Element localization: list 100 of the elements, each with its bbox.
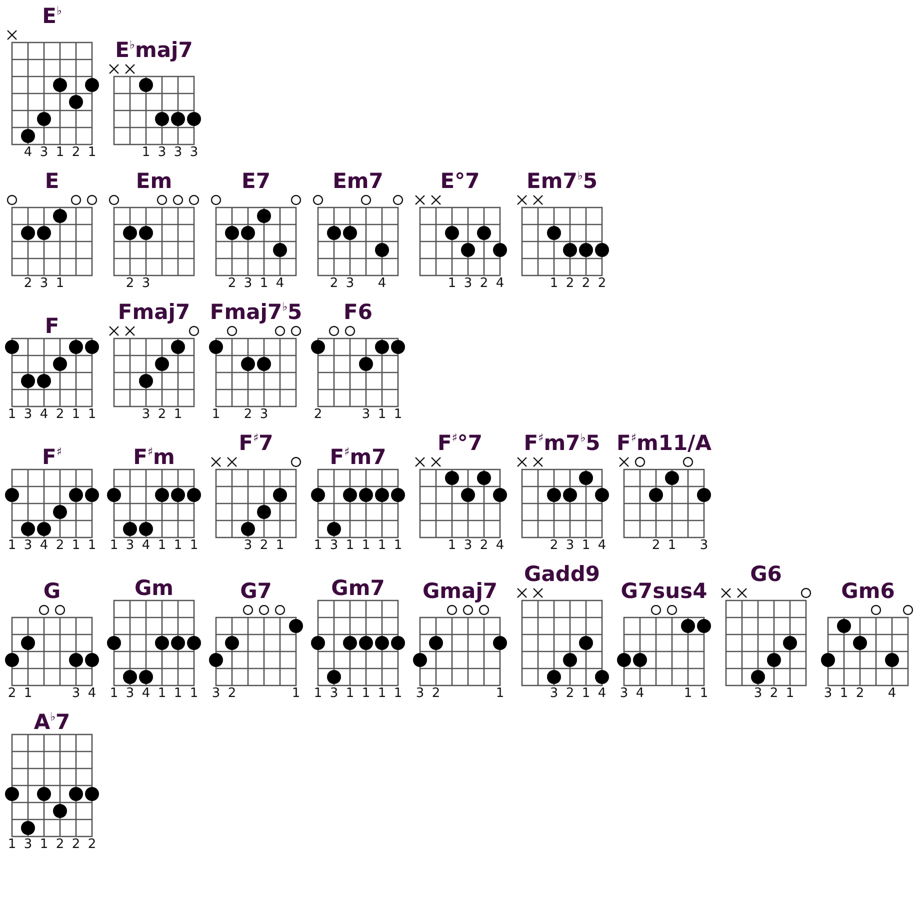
finger-number: 1 — [212, 407, 220, 422]
finger-number: 3 — [330, 538, 338, 553]
chord-name: Gadd9 — [524, 562, 600, 586]
finger-number: 2 — [550, 538, 558, 553]
finger-number: 1 — [378, 686, 386, 701]
finger-number: 2 — [770, 686, 778, 701]
finger-number: 4 — [496, 276, 504, 291]
chord-name: G7sus4 — [620, 579, 708, 603]
chord-name: Gm6 — [841, 579, 895, 603]
finger-number: 2 — [598, 276, 606, 291]
finger-number: 1 — [142, 145, 150, 160]
finger-number: 1 — [314, 686, 322, 701]
chord-name: F6 — [344, 300, 372, 324]
finger-number: 1 — [362, 538, 370, 553]
finger-number: 4 — [598, 686, 606, 701]
finger-number: 3 — [174, 145, 182, 160]
finger-number: 2 — [260, 538, 268, 553]
finger-number: 3 — [126, 538, 134, 553]
finger-number: 3 — [550, 686, 558, 701]
finger-number: 3 — [260, 407, 268, 422]
finger-number: 3 — [212, 686, 220, 701]
finger-number: 1 — [684, 686, 692, 701]
finger-number: 2 — [244, 407, 252, 422]
finger-number: 2 — [582, 276, 590, 291]
finger-number: 1 — [8, 407, 16, 422]
finger-number: 3 — [126, 686, 134, 701]
chord-name: E°7 — [440, 169, 480, 193]
finger-number: 3 — [754, 686, 762, 701]
finger-number: 4 — [40, 407, 48, 422]
chord-name: E7 — [242, 169, 270, 193]
chord-name: Fmaj7$^{♭}$5 — [210, 300, 302, 324]
finger-number: 1 — [292, 686, 300, 701]
finger-number: 1 — [40, 837, 48, 852]
finger-number: 1 — [496, 686, 504, 701]
finger-number: 3 — [24, 407, 32, 422]
finger-number: 2 — [314, 407, 322, 422]
finger-number: 1 — [174, 538, 182, 553]
chord-name: F$^{♯}$m7 — [330, 445, 386, 469]
finger-number: 4 — [496, 538, 504, 553]
chord-name: Em — [136, 169, 172, 193]
finger-number: 1 — [394, 407, 402, 422]
finger-number: 1 — [260, 276, 268, 291]
chord-name: E — [44, 169, 60, 193]
finger-number: 3 — [24, 538, 32, 553]
finger-number: 1 — [346, 538, 354, 553]
finger-number: 4 — [142, 538, 150, 553]
finger-number: 2 — [56, 407, 64, 422]
finger-number: 1 — [668, 538, 676, 553]
chord-name: E$^{♭}$maj7 — [115, 38, 193, 62]
finger-number: 3 — [346, 276, 354, 291]
finger-number: 4 — [888, 686, 896, 701]
finger-number: 4 — [276, 276, 284, 291]
finger-number: 1 — [394, 538, 402, 553]
finger-number: 1 — [378, 538, 386, 553]
finger-number: 2 — [126, 276, 134, 291]
chord-name: F$^{♯}$m11/A — [616, 431, 712, 455]
finger-number: 1 — [8, 837, 16, 852]
finger-number: 1 — [56, 276, 64, 291]
finger-number: 1 — [88, 145, 96, 160]
chord-name: G — [43, 579, 61, 603]
finger-number: 1 — [24, 686, 32, 701]
finger-number: 1 — [110, 538, 118, 553]
finger-number: 3 — [244, 538, 252, 553]
finger-number: 1 — [378, 407, 386, 422]
finger-number: 1 — [582, 686, 590, 701]
finger-number: 1 — [8, 538, 16, 553]
chord-name: F$^{♯}$m — [133, 445, 175, 469]
finger-number: 2 — [56, 538, 64, 553]
chord-name: F$^{♯}$7 — [238, 431, 274, 455]
finger-number: 1 — [786, 686, 794, 701]
chord-name: Gm7 — [331, 576, 385, 600]
chord-name: G6 — [750, 562, 782, 586]
finger-number: 3 — [464, 276, 472, 291]
finger-number: 1 — [346, 686, 354, 701]
finger-number: 3 — [142, 407, 150, 422]
chord-name: Gmaj7 — [422, 579, 498, 603]
chord-name: Gm — [134, 576, 174, 600]
finger-number: 1 — [840, 686, 848, 701]
finger-number: 2 — [856, 686, 864, 701]
finger-number: 2 — [88, 837, 96, 852]
finger-number: 3 — [700, 538, 708, 553]
finger-number: 3 — [566, 538, 574, 553]
finger-number: 3 — [24, 837, 32, 852]
finger-number: 2 — [72, 145, 80, 160]
finger-number: 4 — [40, 538, 48, 553]
chord-name: F — [44, 314, 60, 338]
finger-number: 4 — [598, 538, 606, 553]
chord-name: Fmaj7 — [118, 300, 190, 324]
chord-name: A$^{♭}$7 — [34, 710, 70, 734]
finger-number: 2 — [72, 837, 80, 852]
finger-number: 3 — [40, 145, 48, 160]
finger-number: 3 — [330, 686, 338, 701]
finger-number: 3 — [362, 407, 370, 422]
finger-number: 4 — [24, 145, 32, 160]
finger-number: 4 — [142, 686, 150, 701]
chord-name: E$^{♭}$ — [42, 4, 62, 28]
finger-number: 3 — [158, 145, 166, 160]
finger-number: 1 — [88, 407, 96, 422]
finger-number: 3 — [464, 538, 472, 553]
finger-number: 2 — [56, 837, 64, 852]
